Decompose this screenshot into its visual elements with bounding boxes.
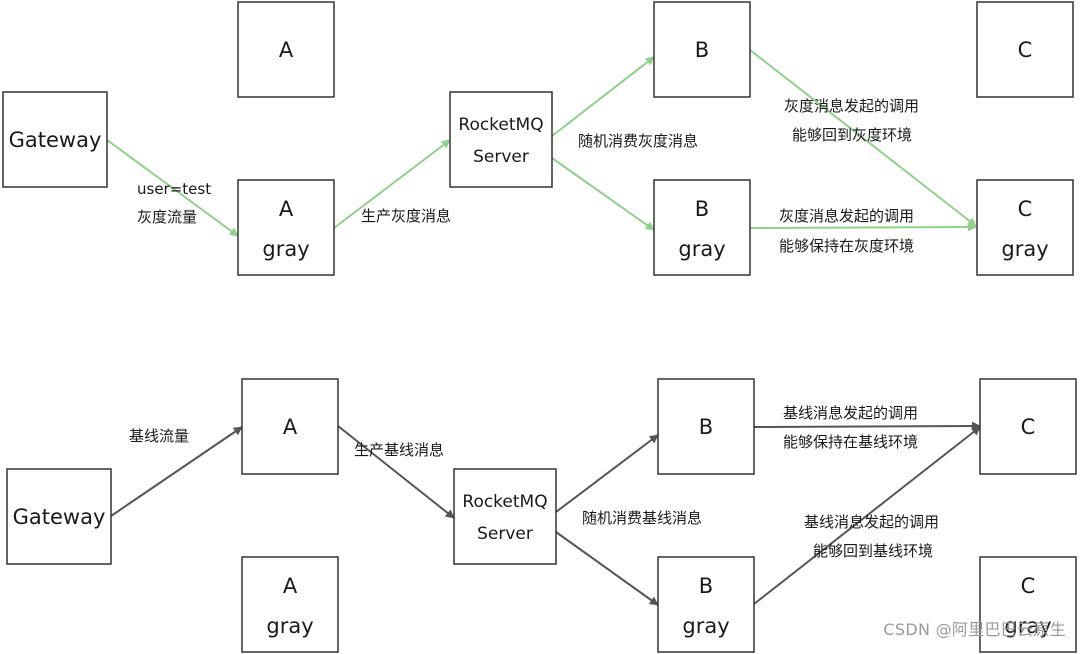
node-bottom-b-label: B xyxy=(699,415,713,439)
node-top-c-gray: C gray xyxy=(976,179,1074,276)
node-bottom-c-gray: C gray xyxy=(979,556,1077,653)
node-bottom-rocketmq-label-line1: RocketMQ xyxy=(462,492,547,512)
edge-label-top-b-to-c-gray-line1: 灰度消息发起的调用 xyxy=(784,97,919,115)
node-top-rocketmq-label-line1: RocketMQ xyxy=(458,115,543,135)
edge-top-b-gray-to-c-gray xyxy=(749,222,977,232)
edge-label-bottom-produce-baseline: 生产基线消息 xyxy=(354,441,444,459)
edge-label-bottom-b-to-c-line2: 能够保持在基线环境 xyxy=(783,433,918,451)
node-top-gateway: Gateway xyxy=(2,91,108,188)
node-bottom-b-gray-label-line2: gray xyxy=(682,614,729,638)
edge-bottom-mq-to-b-gray xyxy=(555,531,659,606)
node-bottom-c-label: C xyxy=(1021,415,1036,439)
edge-label-top-b-to-c-gray-line2: 能够回到灰度环境 xyxy=(792,126,912,144)
edge-label-bottom-b-gray-to-c-line1: 基线消息发起的调用 xyxy=(804,513,939,531)
node-top-c-label: C xyxy=(1018,38,1033,62)
node-top-b-gray-label-line2: gray xyxy=(678,237,725,261)
edge-top-a-gray-to-mq xyxy=(333,139,451,229)
node-bottom-c: C xyxy=(979,378,1077,475)
edge-label-top-b-gray-to-c-gray-line1: 灰度消息发起的调用 xyxy=(779,207,914,225)
node-bottom-c-gray-label-line1: C xyxy=(1021,574,1036,598)
edge-top-b-to-c-gray xyxy=(749,49,977,227)
edge-top-mq-to-b-gray xyxy=(551,157,655,231)
node-top-c-gray-label-line2: gray xyxy=(1001,237,1048,261)
csdn-watermark: CSDN @阿里巴巴云原生 xyxy=(883,620,1066,639)
edge-bottom-b-gray-to-c xyxy=(753,426,981,605)
edge-label-bottom-b-gray-to-c-line2: 能够回到基线环境 xyxy=(813,542,933,560)
edge-bottom-gateway-to-a xyxy=(110,426,243,517)
top-diagram-gray-traffic: Gateway A A gray RocketMQ Server B B gra… xyxy=(2,1,1074,276)
node-bottom-a-label: A xyxy=(283,415,298,439)
node-top-b: B xyxy=(653,1,751,98)
edge-label-top-consume-gray: 随机消费灰度消息 xyxy=(578,132,698,150)
node-top-a: A xyxy=(237,1,335,98)
edge-label-bottom-consume-baseline: 随机消费基线消息 xyxy=(582,509,702,527)
bottom-edges xyxy=(110,421,981,606)
edge-label-top-gateway-line1: user=test xyxy=(137,180,211,198)
node-top-gateway-label: Gateway xyxy=(9,128,102,152)
edge-label-top-produce-gray: 生产灰度消息 xyxy=(361,207,451,225)
node-bottom-b-gray: B gray xyxy=(657,556,755,653)
node-bottom-a-gray-label-line1: A xyxy=(283,574,298,598)
node-bottom-a-gray-label-line2: gray xyxy=(266,614,313,638)
node-bottom-b: B xyxy=(657,378,755,475)
node-bottom-rocketmq-label-line2: Server xyxy=(477,524,533,544)
node-bottom-a: A xyxy=(241,378,339,475)
node-top-rocketmq-label-line2: Server xyxy=(473,147,529,167)
edge-label-top-b-gray-to-c-gray-line2: 能够保持在灰度环境 xyxy=(779,237,914,255)
node-top-c-gray-label-line1: C xyxy=(1018,197,1033,221)
edge-label-bottom-b-to-c-line1: 基线消息发起的调用 xyxy=(783,404,918,422)
edge-top-gateway-to-a-gray xyxy=(106,139,239,237)
edge-top-mq-to-b xyxy=(551,56,655,137)
edge-bottom-a-to-mq xyxy=(337,425,455,519)
node-bottom-a-gray: A gray xyxy=(241,556,339,653)
node-bottom-rocketmq-server: RocketMQ Server xyxy=(453,468,557,565)
node-top-b-gray-label-line1: B xyxy=(695,197,709,221)
node-bottom-gateway-label: Gateway xyxy=(13,505,106,529)
top-edges xyxy=(106,49,977,237)
node-bottom-b-gray-label-line1: B xyxy=(699,574,713,598)
edge-bottom-mq-to-b xyxy=(555,434,659,513)
edge-label-top-gateway-line2: 灰度流量 xyxy=(137,208,197,226)
node-bottom-c-gray-label-line2: gray xyxy=(1004,614,1051,638)
node-top-a-label: A xyxy=(279,38,294,62)
node-top-rocketmq-server: RocketMQ Server xyxy=(449,91,553,188)
edge-bottom-b-to-c xyxy=(753,421,981,431)
node-top-b-gray: B gray xyxy=(653,179,751,276)
node-top-c: C xyxy=(976,1,1074,98)
edge-label-bottom-baseline-traffic: 基线流量 xyxy=(129,427,189,445)
bottom-diagram-baseline-traffic: Gateway A A gray RocketMQ Server B B gra… xyxy=(6,378,1077,653)
node-bottom-gateway: Gateway xyxy=(6,468,112,565)
node-top-a-gray-label-line2: gray xyxy=(262,237,309,261)
node-top-b-label: B xyxy=(695,38,709,62)
node-top-a-gray-label-line1: A xyxy=(279,197,294,221)
node-top-a-gray: A gray xyxy=(237,179,335,276)
